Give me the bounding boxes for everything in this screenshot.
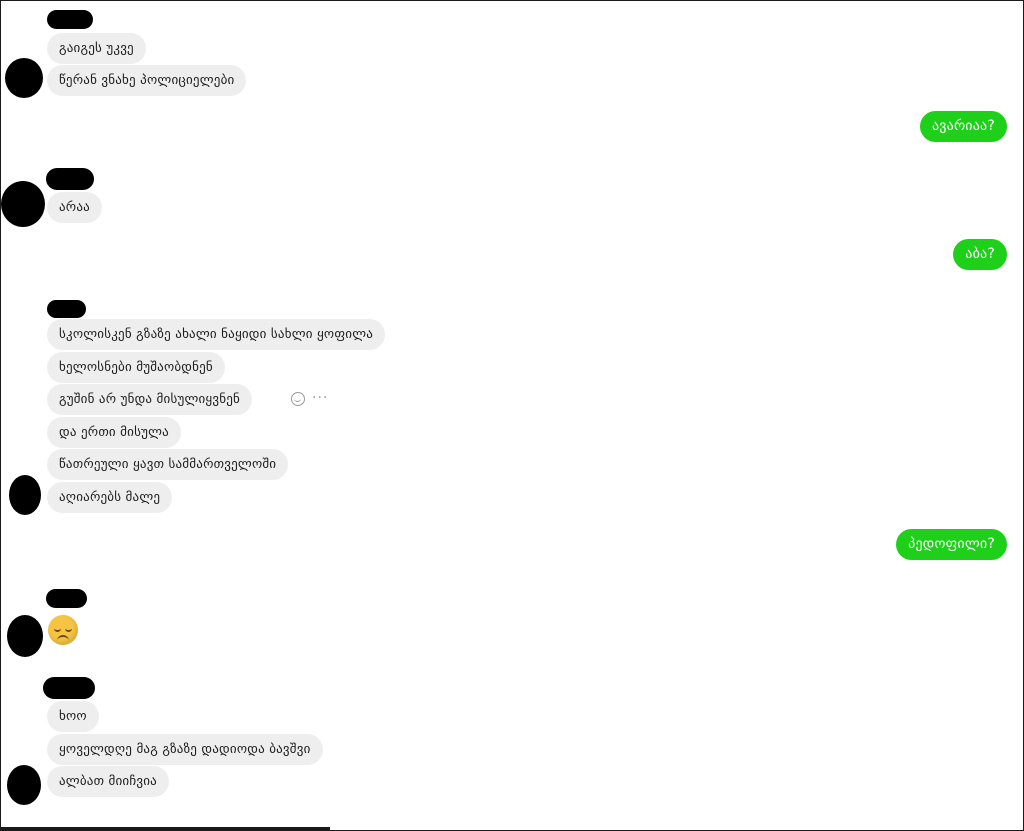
message-bubble-outgoing[interactable]: აბა? [953,239,1007,270]
message-bubble-incoming[interactable]: ალბათ მიიჩვია [47,766,169,797]
message-bubble-incoming[interactable]: ხელოსნები მუშაობდნენ [47,352,225,383]
avatar-redacted[interactable] [9,475,41,515]
sender-name-redacted [47,300,86,318]
message-bubble-incoming[interactable]: გუშინ არ უნდა მისულიყვნენ [47,384,253,415]
emoji-right-eye [65,627,72,632]
message-bubble-incoming[interactable]: გაიგეს უკვე [47,33,146,64]
message-bubble-incoming[interactable]: და ერთი მისულა [47,417,181,448]
more-options-icon[interactable]: ··· [312,390,329,406]
avatar-redacted[interactable] [5,58,43,98]
sender-name-redacted [47,10,93,29]
emoji-mouth [57,635,69,642]
sender-name-redacted [43,677,95,699]
message-bubble-outgoing[interactable]: ავარიაა? [919,111,1007,142]
disappointed-face-emoji[interactable] [48,615,78,645]
avatar-redacted[interactable] [7,765,41,805]
avatar-redacted[interactable] [1,181,45,227]
message-bubble-incoming[interactable]: არაა [47,192,102,223]
message-bubble-incoming[interactable]: აღიარებს მალე [47,482,173,513]
message-bubble-incoming[interactable]: წათრეული ყავთ სამმართველოში [47,449,289,480]
message-bubble-incoming[interactable]: ყოველდღე მაგ გზაზე დადიოდა ბავშვი [47,734,323,765]
message-bubble-outgoing[interactable]: პედოფილი? [896,529,1007,560]
react-emoji-icon[interactable] [291,392,305,406]
message-bubble-incoming[interactable]: ხოო [47,701,99,732]
sender-name-redacted [46,168,94,190]
bottom-edge-bar [0,827,330,830]
avatar-redacted[interactable] [7,615,43,657]
message-bubble-incoming[interactable]: სკოლისკენ გზაზე ახალი ნაყიდი სახლი ყოფილ… [47,319,386,350]
emoji-left-eye [54,627,61,632]
message-bubble-incoming[interactable]: წერან ვნახე პოლიციელები [47,65,247,96]
sender-name-redacted [46,589,87,608]
